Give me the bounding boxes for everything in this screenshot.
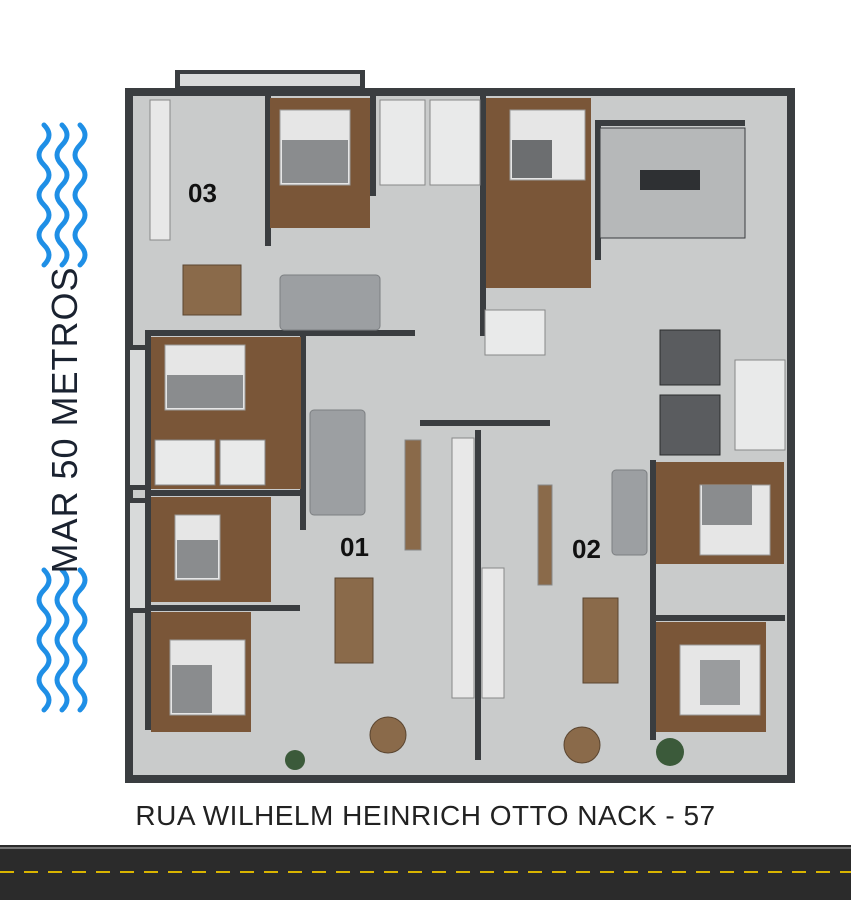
unit-label-02: 02 bbox=[572, 534, 601, 564]
bed-icon bbox=[164, 109, 771, 716]
sofa-icon bbox=[279, 274, 648, 556]
plant-icon bbox=[285, 738, 684, 770]
water-waves-icon bbox=[36, 122, 88, 713]
distance-to-sea-text: MAR 50 METROS bbox=[44, 266, 85, 574]
stove-icon bbox=[149, 99, 553, 699]
dining-table-icon bbox=[182, 264, 619, 764]
interior-walls bbox=[145, 96, 785, 760]
unit-label-03: 03 bbox=[188, 178, 217, 208]
unit-label-01: 01 bbox=[340, 532, 369, 562]
street-address-label: RUA WILHELM HEINRICH OTTO NACK - 57 bbox=[135, 800, 716, 831]
road bbox=[0, 845, 851, 900]
toilet-icon bbox=[154, 99, 786, 486]
stairs-icon bbox=[599, 127, 746, 239]
distance-to-sea-label: MAR 50 METROS bbox=[10, 266, 120, 573]
elevator-icon bbox=[659, 329, 721, 456]
